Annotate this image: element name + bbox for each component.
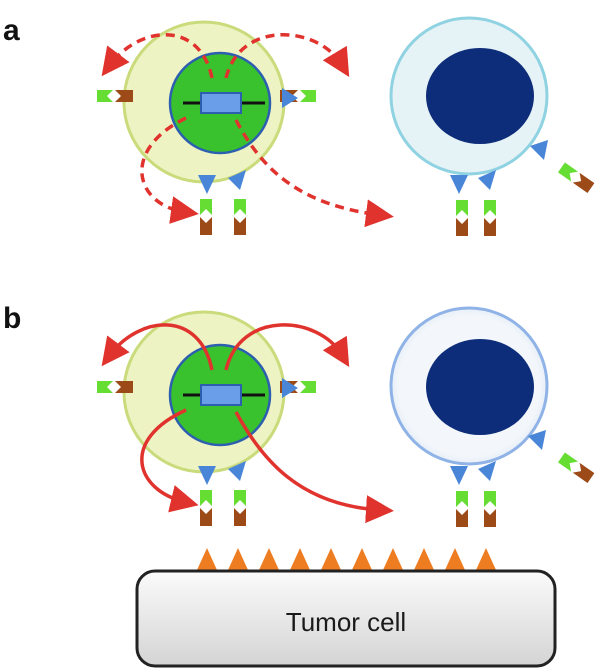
target-cell-nucleus — [426, 48, 534, 144]
panel-b: Tumor cell — [97, 306, 595, 668]
arrow-to-target-cell — [234, 119, 394, 228]
arrow-to-target-cell — [234, 411, 394, 524]
gene-construct-icon — [200, 92, 242, 114]
tumor-antigen-icon — [197, 548, 496, 570]
target-cell-nucleus — [426, 339, 534, 435]
tcr-receptor-icon — [97, 88, 595, 236]
secretion-arrows — [101, 323, 394, 524]
tumor-cell: Tumor cell — [135, 569, 557, 668]
panel-a — [97, 16, 595, 236]
arrow-to-bottom-receptors — [140, 408, 199, 513]
arrow-to-bottom-receptors — [140, 116, 199, 224]
secretion-arrows — [101, 33, 394, 228]
t-cell-icon — [389, 306, 549, 466]
t-cell-icon — [389, 16, 549, 176]
arrow-to-left-receptor — [101, 33, 214, 79]
tumor-cell-body — [135, 569, 557, 668]
tcr-receptor-icon — [97, 378, 595, 527]
engineered-t-cell-icon — [122, 310, 286, 474]
engineered-t-cell-icon — [122, 20, 286, 184]
arrow-to-left-receptor — [101, 323, 214, 371]
arrow-to-right-receptor — [224, 33, 350, 79]
gene-construct-icon — [200, 384, 242, 406]
panel-label-a: a — [3, 14, 20, 47]
arrow-to-right-receptor — [224, 323, 350, 371]
tumor-cell-label: Tumor cell — [286, 607, 406, 637]
panel-label-b: b — [3, 302, 21, 335]
